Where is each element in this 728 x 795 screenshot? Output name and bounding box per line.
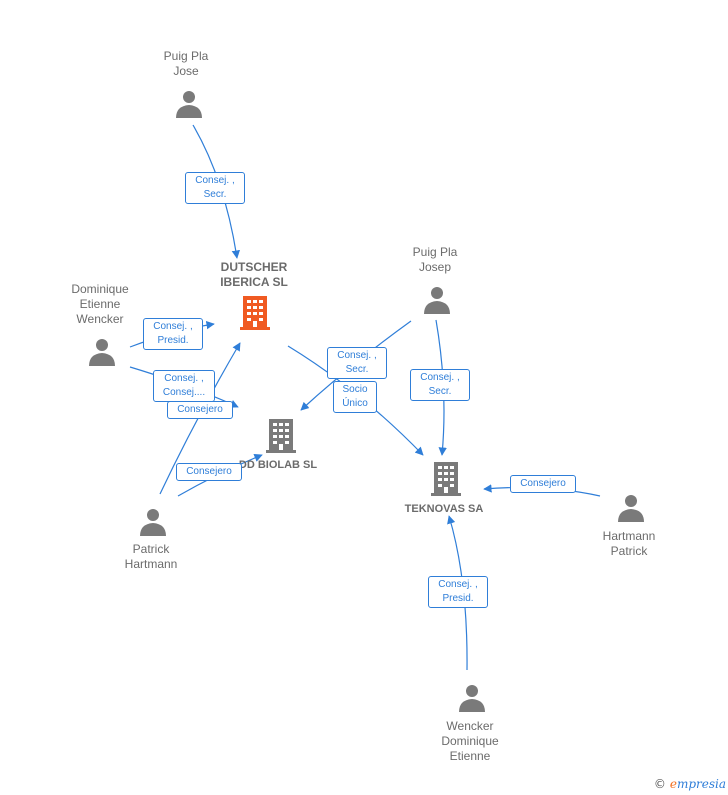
person-label-patrick-hartmann[interactable]: Patrick Hartmann (124, 542, 178, 571)
edge-label-dutscher-teknovas[interactable]: Socio Único (333, 381, 377, 413)
edge-label-dew-biolab[interactable]: Consej. , Consej.... (153, 370, 215, 402)
person-icon-wencker-dominique-etienne[interactable] (457, 683, 487, 713)
person-icon-puig-pla-jose[interactable] (174, 89, 204, 119)
edge-label-ph-dutscher[interactable]: Consejero (167, 401, 233, 419)
brand-name: mpresia (676, 777, 726, 791)
person-label-wencker-dominique-etienne[interactable]: Wencker Dominique Etienne (441, 719, 499, 763)
company-label-teknovas[interactable]: TEKNOVAS SA (404, 503, 484, 515)
person-icon-patrick-hartmann[interactable] (138, 507, 168, 537)
person-icon-dominique-etienne-wencker[interactable] (87, 337, 117, 367)
edge-label-jose-dutscher[interactable]: Consej. , Secr. (185, 172, 245, 204)
building-icon-teknovas[interactable] (429, 461, 463, 497)
edge-label-dew-dutscher[interactable]: Consej. , Presid. (143, 318, 203, 350)
edge-label-wde-teknovas[interactable]: Consej. , Presid. (428, 576, 488, 608)
company-label-dutscher-iberica[interactable]: DUTSCHER IBERICA SL (220, 260, 288, 289)
person-label-hartmann-patrick[interactable]: Hartmann Patrick (602, 529, 656, 558)
copyright-symbol: © (653, 777, 666, 791)
edge-ph-dutscher (159, 342, 241, 495)
building-icon-dutscher-iberica[interactable] (238, 295, 272, 331)
person-label-puig-pla-josep[interactable]: Puig Pla Josep (412, 245, 458, 274)
company-label-dd-biolab[interactable]: DD BIOLAB SL (238, 459, 318, 471)
person-label-puig-pla-jose[interactable]: Puig Pla Jose (163, 49, 209, 78)
building-icon-dd-biolab[interactable] (264, 418, 298, 454)
edge-label-josep-biolab[interactable]: Consej. , Secr. (327, 347, 387, 379)
person-icon-hartmann-patrick[interactable] (616, 493, 646, 523)
empresia-watermark: ©empresia (654, 777, 726, 791)
person-label-dominique-etienne-wencker[interactable]: Dominique Etienne Wencker (71, 282, 129, 326)
edge-label-josep-teknovas[interactable]: Consej. , Secr. (410, 369, 470, 401)
person-icon-puig-pla-josep[interactable] (422, 285, 452, 315)
edge-label-hp-teknovas[interactable]: Consejero (510, 475, 576, 493)
brand-initial: e (669, 777, 677, 791)
edge-label-ph-biolab[interactable]: Consejero (176, 463, 242, 481)
